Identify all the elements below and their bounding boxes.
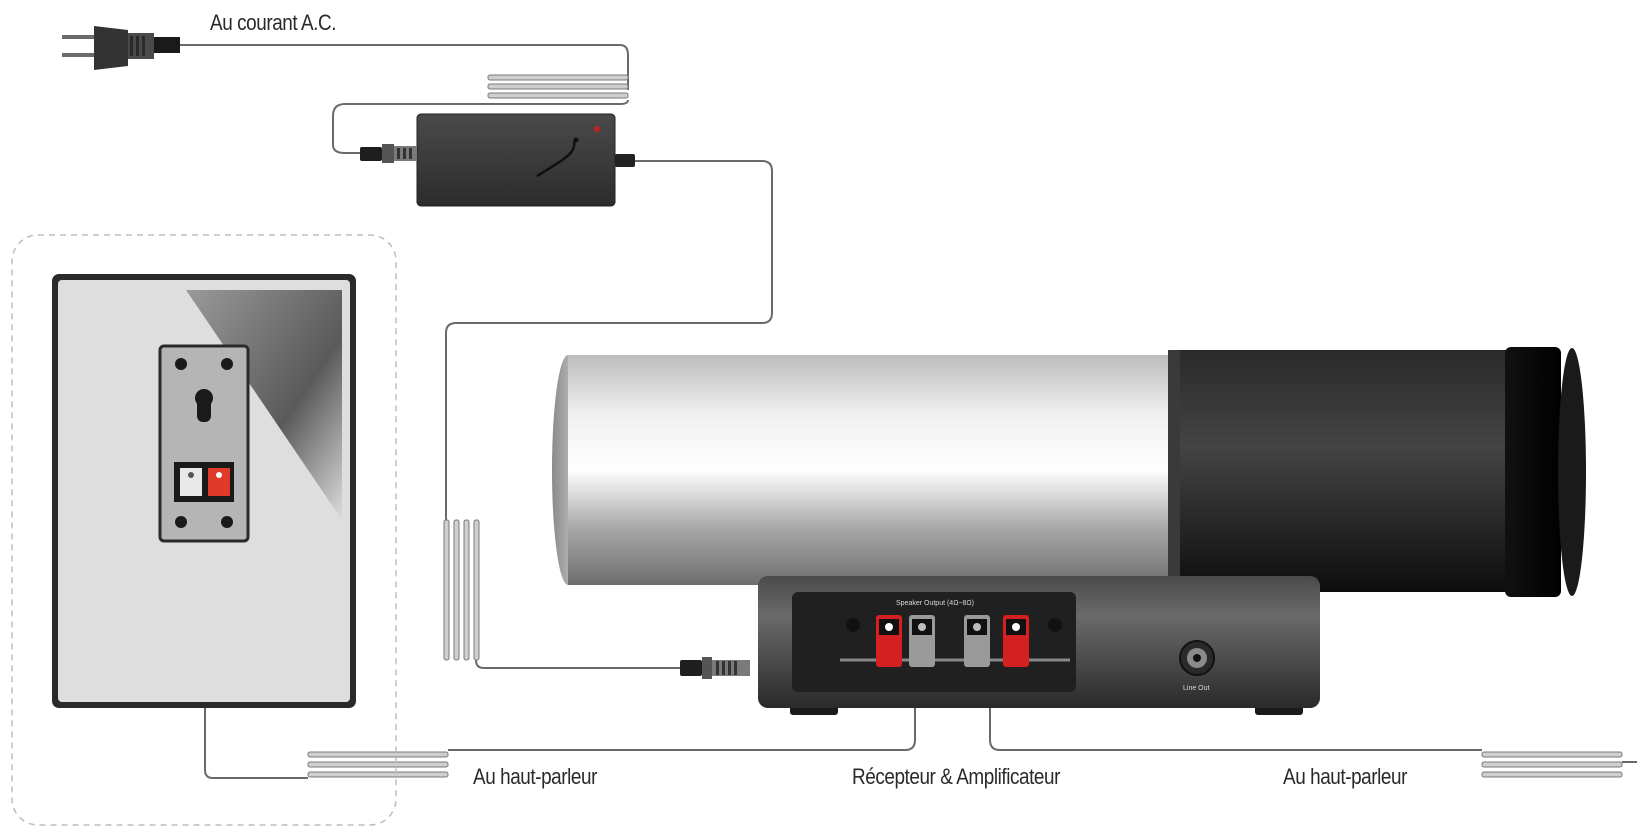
- wire-coil-right: [1481, 751, 1623, 778]
- left-speaker-label: Au haut-parleur: [473, 764, 597, 789]
- right-speaker-label: Au haut-parleur: [1283, 764, 1407, 789]
- wire-coil-left: [307, 751, 449, 778]
- speaker-wire-left: [204, 482, 916, 779]
- bookshelf-speaker-icon: [52, 274, 356, 708]
- speaker-wire-right: [989, 639, 1637, 763]
- receiver-label: Récepteur & Amplificateur: [852, 764, 1060, 789]
- ac-plug-icon: [62, 26, 180, 70]
- cord-coil-vertical: [443, 519, 480, 661]
- ac-cord: [180, 44, 629, 154]
- receiver-dc-plug-icon: [680, 657, 750, 679]
- cord-coil-top: [487, 74, 629, 99]
- speaker-output-label: Speaker Output (4Ω~8Ω): [896, 600, 974, 607]
- cylinder-speaker-icon: [552, 347, 1586, 597]
- power-adapter-icon: [416, 113, 635, 207]
- receiver-unit-icon: Speaker Output (4Ω~8Ω) Line Out: [758, 576, 1320, 715]
- line-out-label: Line Out: [1183, 685, 1210, 692]
- speaker-frame: [11, 234, 397, 826]
- dc-plug-icon: [360, 144, 417, 163]
- ac-power-label: Au courant A.C.: [210, 10, 337, 35]
